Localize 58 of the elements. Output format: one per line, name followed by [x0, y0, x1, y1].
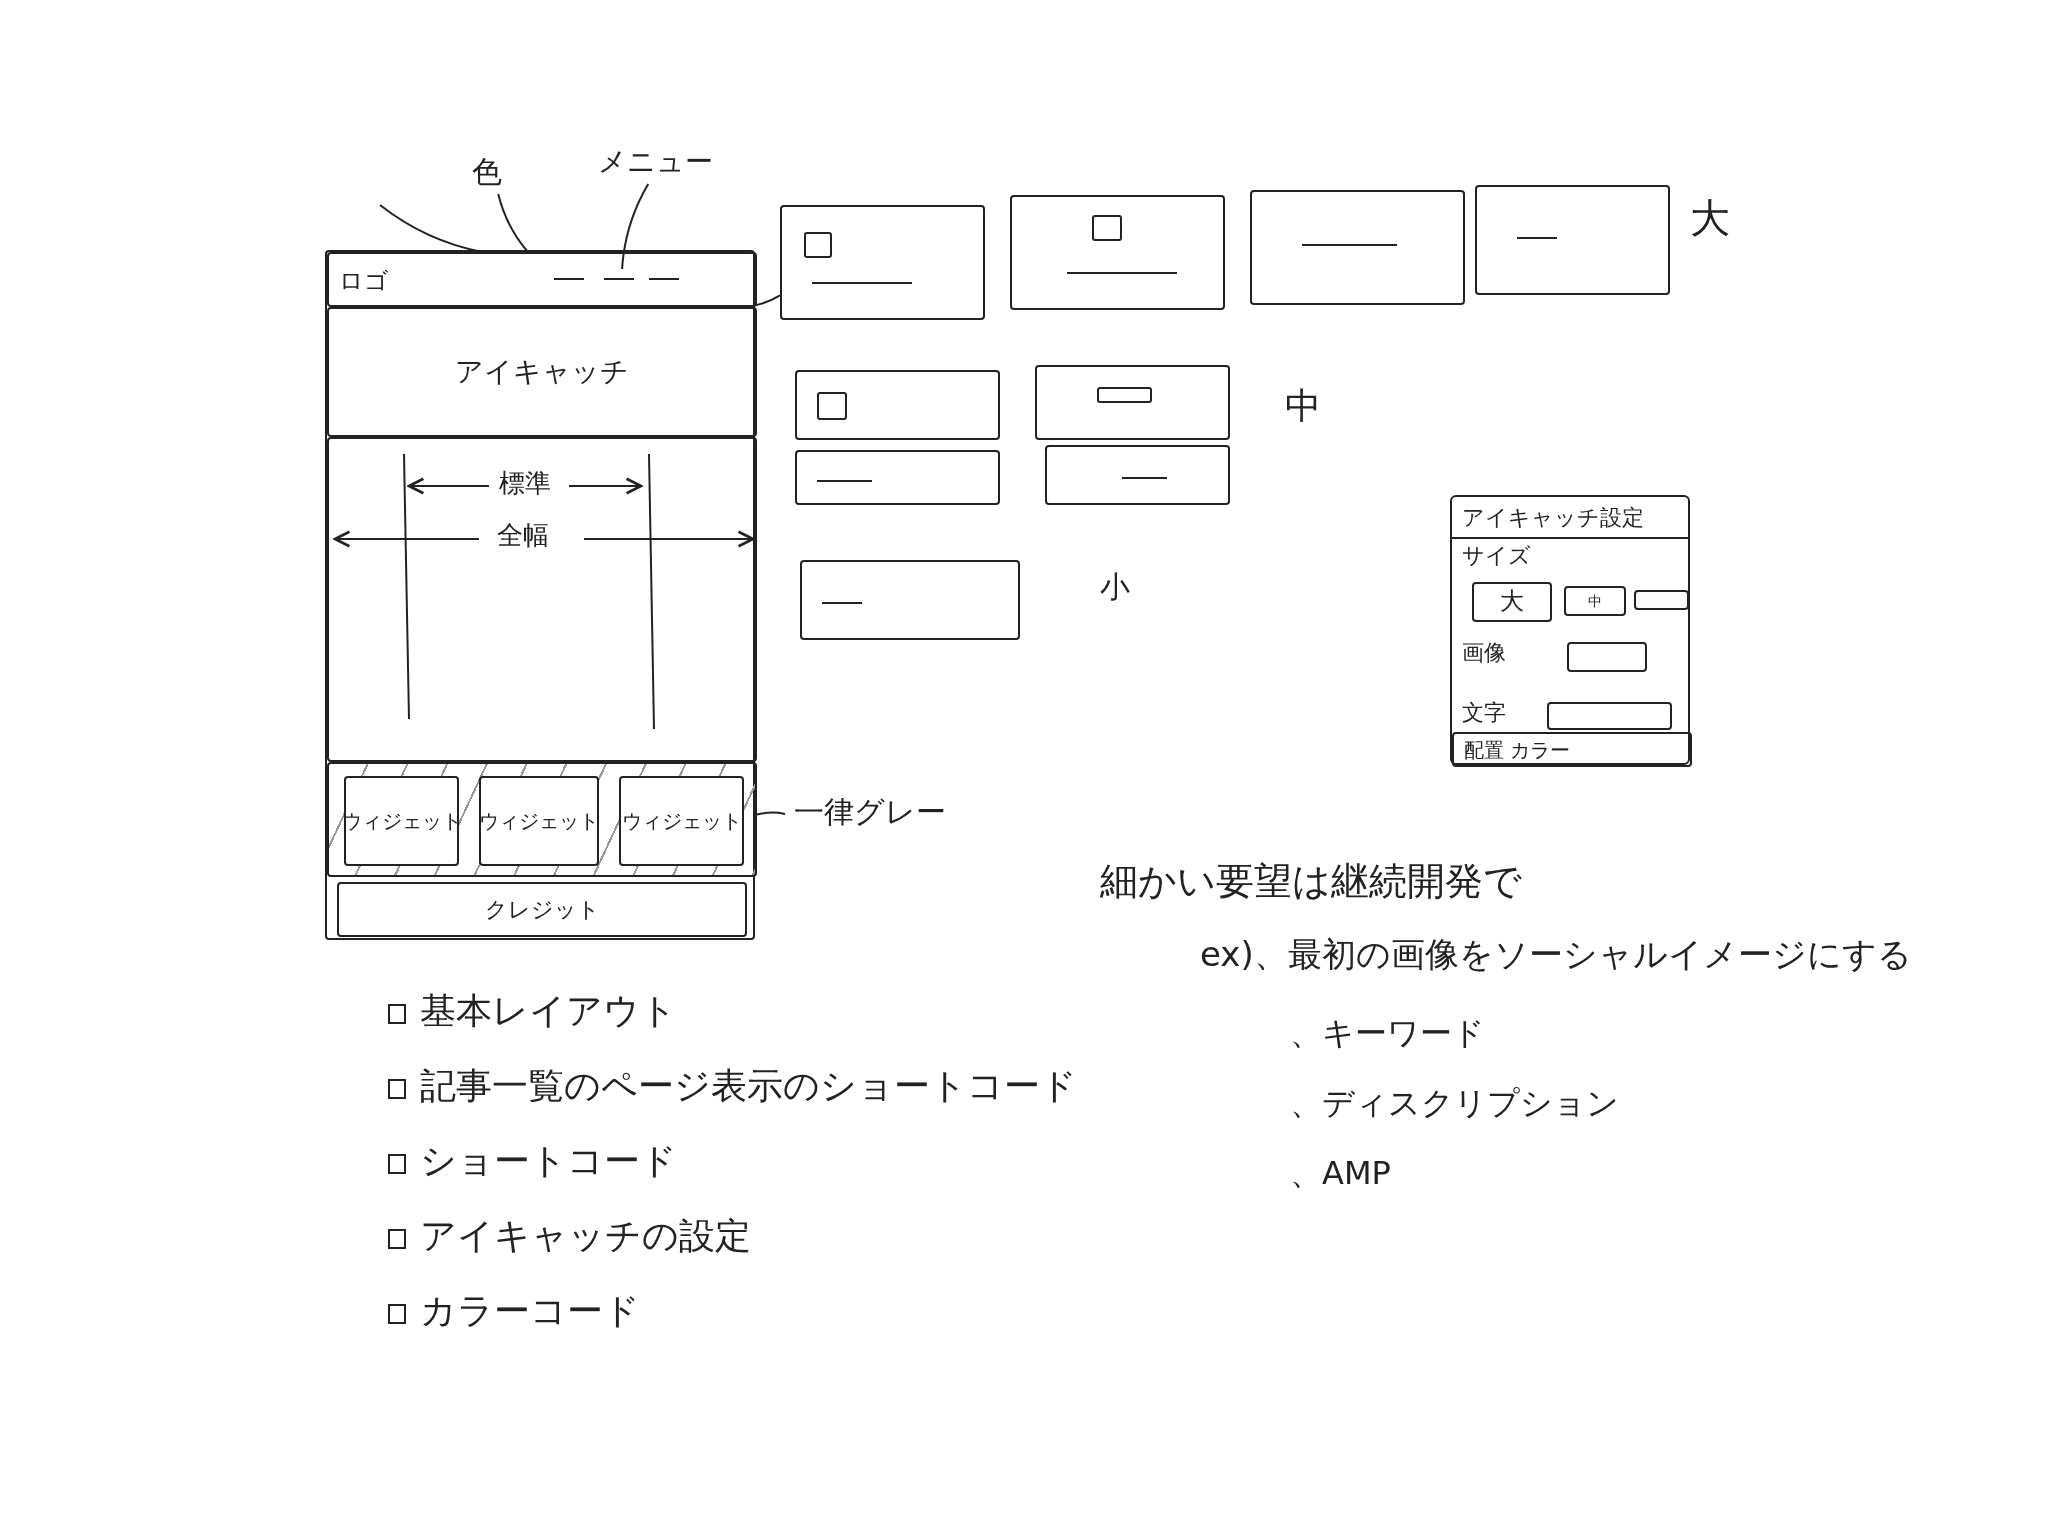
sketch-card: [1475, 185, 1670, 295]
size-label: 中: [1285, 385, 1321, 427]
note-text: ex)、最初の画像をソーシャルイメージにする: [1200, 935, 1912, 975]
note-text: 、キーワード: [1290, 1015, 1485, 1052]
input-field: [1547, 702, 1672, 730]
field-label: 画像: [1462, 640, 1506, 666]
hero-image-area: [327, 307, 757, 437]
sketch-card: [1035, 365, 1230, 440]
row-label: 配置 カラー: [1464, 739, 1571, 762]
header-bar: [327, 252, 757, 307]
option-label: 大: [1500, 588, 1524, 616]
widget-box: [344, 776, 459, 866]
size-option: [1472, 582, 1552, 622]
checklist-item: アイキャッチの設定: [420, 1215, 751, 1257]
option-label: 中: [1588, 592, 1602, 610]
header-label: ロゴ: [339, 268, 389, 296]
field-label: サイズ: [1462, 543, 1531, 569]
width-label: 標準: [499, 469, 551, 499]
size-option: [1634, 590, 1689, 610]
sketch-card: [795, 370, 1000, 440]
checklist-item: 基本レイアウト: [420, 990, 677, 1032]
phone-wireframe: [325, 250, 755, 940]
sketch-card: [1250, 190, 1465, 305]
widget-area: [327, 762, 757, 877]
footer-bar: [337, 882, 747, 937]
note-text: 、AMP: [1290, 1155, 1391, 1192]
leader-line: [621, 183, 650, 270]
checklist-item: ショートコード: [420, 1140, 677, 1182]
input-field: [1567, 642, 1647, 672]
width-label: 全幅: [497, 521, 549, 551]
sketch-card: [780, 205, 985, 320]
sketch-card: [795, 450, 1000, 505]
footer-label: クレジット: [484, 896, 600, 923]
note-text: 、ディスクリプション: [1290, 1085, 1619, 1122]
widget-label: ウィジェット: [479, 809, 599, 833]
widget-box: [479, 776, 599, 866]
area-label: アイキャッチ: [455, 355, 629, 389]
leader-line: [497, 193, 529, 253]
sketch-card: [1010, 195, 1225, 310]
annotation-text: 一律グレー: [794, 794, 946, 830]
sketch-card: [1045, 445, 1230, 505]
size-label: 小: [1100, 570, 1130, 605]
panel-title: アイキャッチ設定: [1462, 505, 1644, 531]
widget-box: [619, 776, 744, 866]
settings-panel: [1450, 495, 1690, 765]
field-label: 文字: [1462, 700, 1506, 726]
leader-line: [756, 811, 786, 816]
content-area: [327, 437, 757, 762]
size-option: [1564, 586, 1626, 616]
size-label: 大: [1690, 195, 1730, 241]
widget-label: ウィジェット: [621, 809, 742, 833]
checklist-item: カラーコード: [420, 1290, 640, 1332]
sketch-card: [800, 560, 1020, 640]
panel-footer-row: [1452, 732, 1692, 767]
note-text: 細かい要望は継続開発で: [1100, 860, 1522, 904]
checklist-item: 記事一覧のページ表示のショートコード: [420, 1065, 1077, 1107]
annotation-text: メニュー: [597, 145, 713, 179]
annotation-text: 色: [472, 154, 502, 190]
